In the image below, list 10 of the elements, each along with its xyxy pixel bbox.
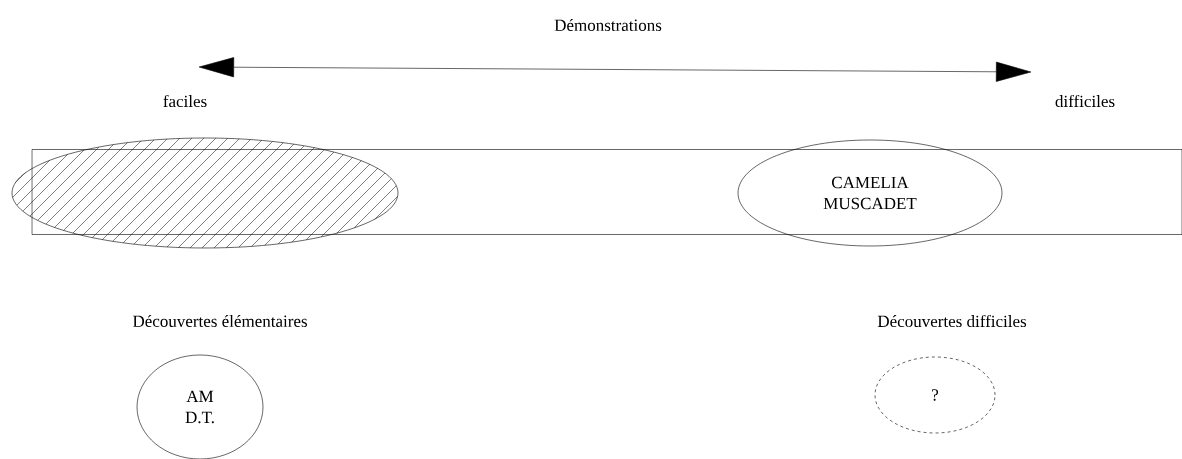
text-label: Démonstrations [554,19,662,31]
text-label: Découvertes élémentaires [132,315,307,327]
text-label: difficiles [1055,94,1115,108]
ellipse-label: ? [874,356,996,434]
ellipse-label: CAMELIA MUSCADET [737,139,1003,247]
ellipse-label: AM D.T. [136,354,264,459]
hatched-ellipse [11,137,399,249]
band [31,149,1182,235]
text-label: faciles [163,94,207,108]
text-label: Découvertes difficiles [877,314,1027,328]
